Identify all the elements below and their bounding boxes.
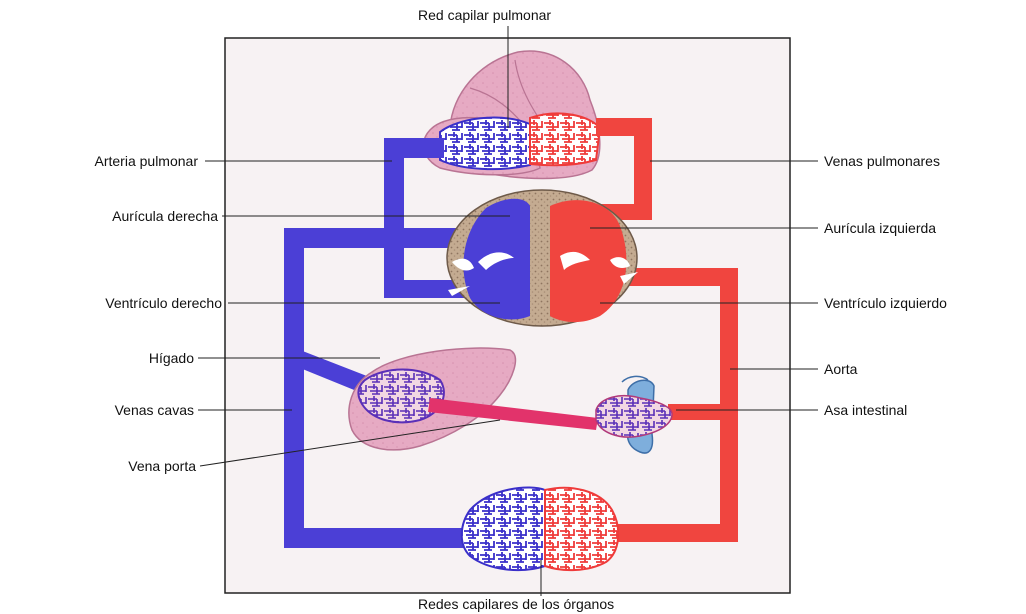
label-ventriculo-derecho: Ventrículo derecho [8, 295, 222, 311]
pulmonary-capillary-blue [440, 118, 530, 170]
label-auricula-derecha: Aurícula derecha [20, 208, 218, 224]
label-auricula-izquierda: Aurícula izquierda [824, 220, 936, 236]
label-red-capilar-pulmonar: Red capilar pulmonar [418, 7, 551, 23]
label-asa-intestinal: Asa intestinal [824, 402, 907, 418]
label-higado: Hígado [20, 350, 194, 366]
label-venas-cavas: Venas cavas [20, 402, 194, 418]
label-venas-pulmonares: Venas pulmonares [824, 153, 940, 169]
label-vena-porta: Vena porta [20, 458, 196, 474]
label-redes-capilares-organos: Redes capilares de los órganos [418, 596, 614, 612]
label-ventriculo-izquierdo: Ventrículo izquierdo [824, 295, 947, 311]
organ-capillaries [462, 487, 619, 570]
label-aorta: Aorta [824, 361, 857, 377]
pulmonary-capillary-red [530, 113, 600, 165]
label-arteria-pulmonar: Arteria pulmonar [20, 153, 198, 169]
heart [447, 190, 638, 326]
